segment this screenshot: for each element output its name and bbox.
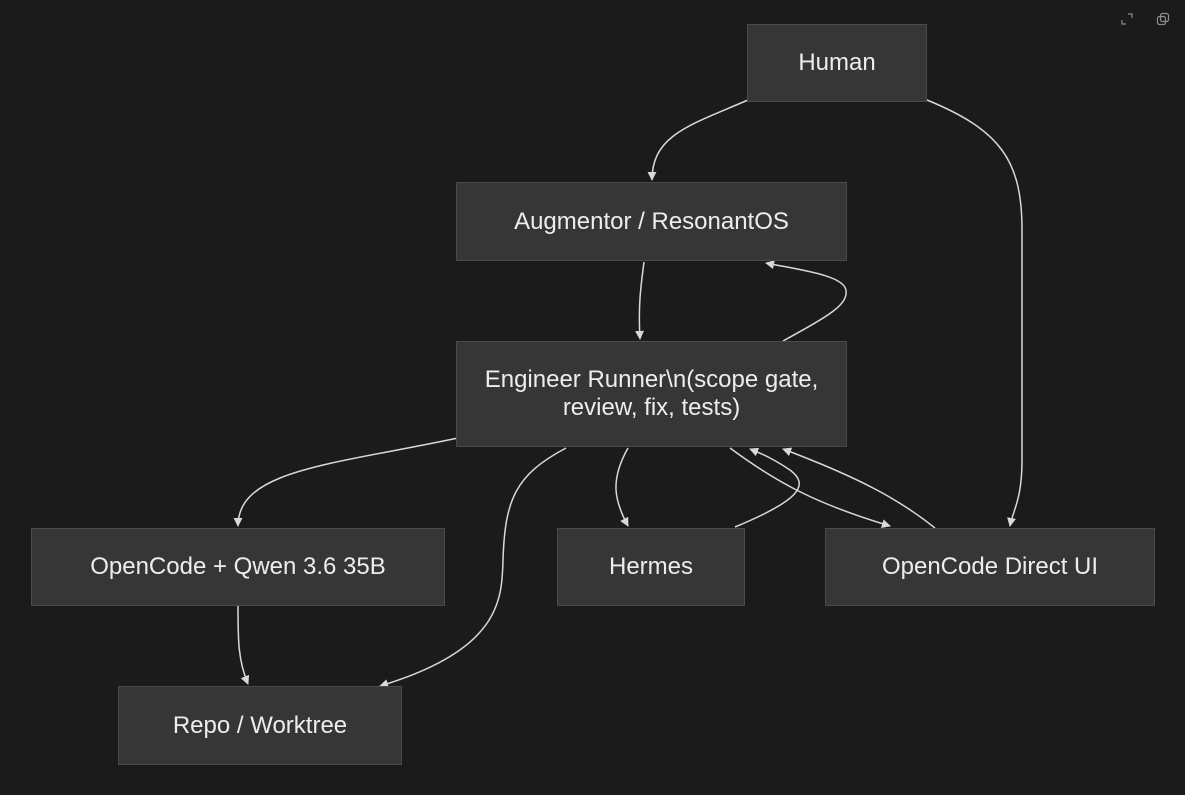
node-human[interactable]: Human (747, 24, 927, 102)
node-opencode-direct-ui[interactable]: OpenCode Direct UI (825, 528, 1155, 606)
copy-icon[interactable] (1156, 12, 1170, 26)
node-repo-worktree-label: Repo / Worktree (172, 711, 348, 739)
node-augmentor[interactable]: Augmentor / ResonantOS (456, 182, 847, 261)
edge-opencode-qwen-repo (237, 605, 250, 685)
edge-runner-direct-ui (729, 447, 891, 528)
edge-human-direct-ui (926, 99, 1023, 527)
edge-runner-augmentor (765, 260, 847, 342)
edge-hermes-runner (734, 447, 800, 528)
edge-runner-opencode-qwen (233, 437, 459, 527)
node-augmentor-label: Augmentor / ResonantOS (514, 207, 789, 235)
node-opencode-direct-ui-label: OpenCode Direct UI (881, 553, 1099, 580)
node-engineer-runner-label: Engineer Runner\n(scope gate, review, fi… (484, 366, 819, 421)
node-engineer-runner[interactable]: Engineer Runner\n(scope gate, review, fi… (456, 341, 847, 447)
node-human-label: Human (798, 49, 876, 76)
edge-runner-hermes (615, 447, 629, 527)
edge-human-augmentor (647, 99, 749, 181)
edge-runner-repo (379, 447, 567, 688)
node-hermes-label: Hermes (608, 553, 693, 580)
edge-augmentor-runner (635, 261, 645, 340)
node-repo-worktree[interactable]: Repo / Worktree (118, 686, 402, 765)
node-opencode-qwen[interactable]: OpenCode + Qwen 3.6 35B (31, 528, 445, 606)
node-opencode-qwen-label: OpenCode + Qwen 3.6 35B (90, 553, 386, 580)
node-hermes[interactable]: Hermes (557, 528, 745, 606)
expand-icon[interactable] (1120, 12, 1134, 26)
edge-direct-ui-runner (782, 447, 936, 529)
